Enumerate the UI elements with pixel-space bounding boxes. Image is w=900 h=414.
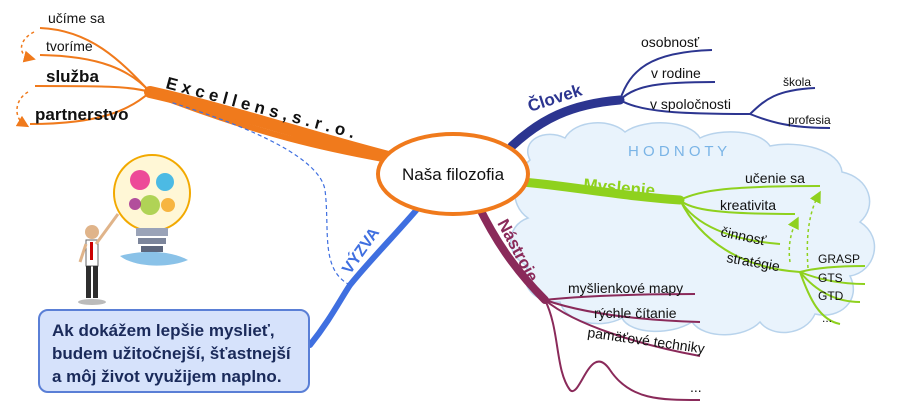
clovek-subitem-1: profesia [788,113,831,127]
nastroje-item-0: myšlienkové mapy [568,280,683,296]
quote-line-1: budem užitočnejší, šťastnejší [52,344,291,363]
clovek-item-0: osobnosť [641,34,700,50]
clovek-subitem-0: škola [783,75,811,89]
myslenie-item-1: kreativita [720,197,776,213]
clovek-item-1: v rodine [651,65,701,81]
clovek-branch [507,95,625,151]
quote-line-0: Ak dokážem lepšie myslieť, [52,321,275,340]
clovek-item-2: v spoločnosti [650,96,731,112]
myslenie-subitem-0: GRASP [818,252,860,266]
man-figure-icon [78,213,120,305]
company-item-0: učíme sa [48,10,105,26]
quote-line-2: a môj život využijem naplno. [52,367,282,386]
center-label: Naša filozofia [402,165,505,184]
myslenie-branch [517,177,685,205]
quote-box: Ak dokážem lepšie myslieť, budem užitočn… [38,309,310,393]
excellens-branch [144,86,406,166]
center-node [376,132,530,216]
lightbulb-icon [113,154,191,266]
company-item-2: služba [46,67,99,86]
myslenie-subitem-3: ... [822,311,832,325]
myslenie-item-0: učenie sa [745,170,805,186]
nastroje-item-3: ... [690,379,702,395]
vyzva-branch [307,197,428,348]
nastroje-item-1: rýchle čítanie [594,305,677,321]
company-item-1: tvoríme [46,38,93,54]
myslenie-subitem-2: GTD [818,289,844,303]
company-item-3: partnerstvo [35,105,129,124]
myslenie-subitem-1: GTS [818,271,843,285]
nastroje-branch [474,201,549,304]
hodnoty-label: H O D N O T Y [628,143,727,160]
